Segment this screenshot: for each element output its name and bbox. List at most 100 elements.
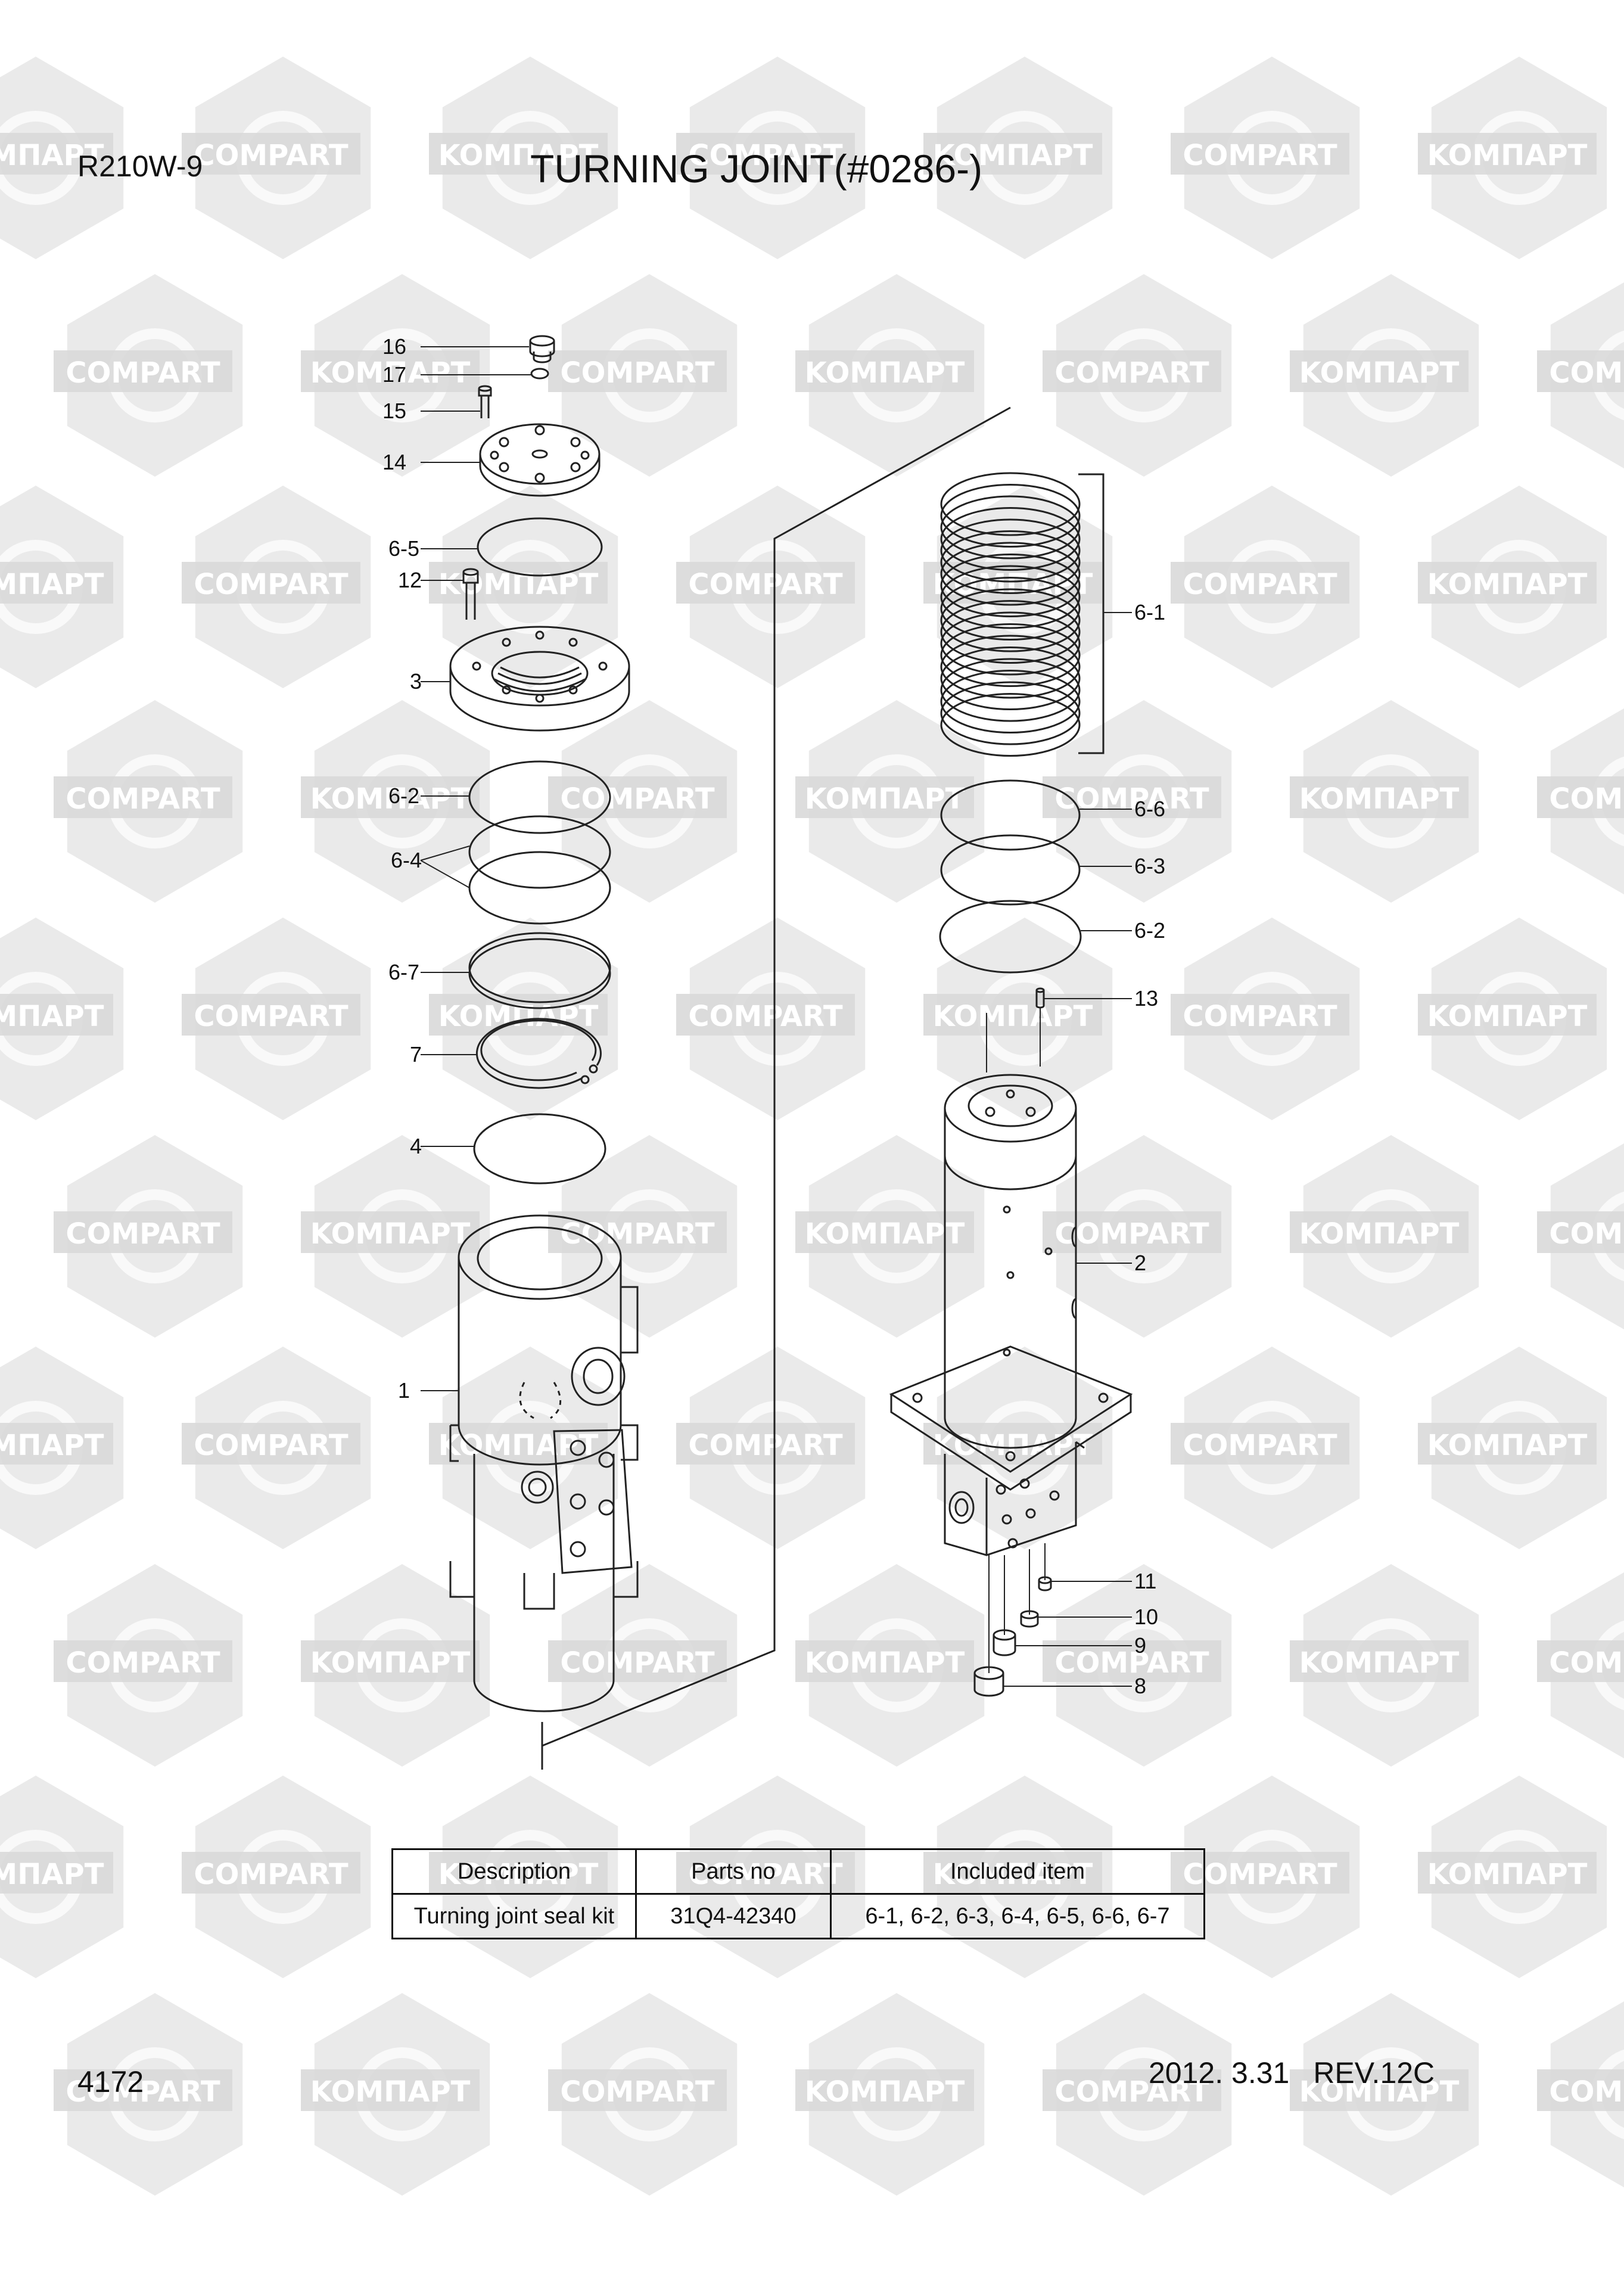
watermark-text: KOMПАРТ [1299, 1217, 1460, 1251]
callout-6-7: 6-7 [388, 960, 419, 984]
watermark-band [0, 1423, 113, 1465]
callout-15: 15 [382, 399, 406, 423]
watermark-band [301, 776, 480, 818]
seal-stack-ring [940, 518, 1081, 583]
model-code: R210W-9 [77, 150, 203, 183]
watermark-band [1537, 776, 1624, 818]
watermark-band [54, 1211, 232, 1253]
watermark-band [182, 133, 360, 175]
seal-stack-ring [940, 588, 1081, 652]
watermark-band [301, 350, 480, 392]
watermark-band [1043, 1640, 1221, 1682]
page-title: TURNING JOINT(#0286-) [530, 147, 983, 191]
exploded-guide-line [541, 406, 1011, 1770]
seal-stack-ring [940, 507, 1081, 571]
watermark-text: COMPART [1549, 1646, 1624, 1680]
watermark-band [1171, 1423, 1349, 1465]
watermark-text: COMPART [1183, 1000, 1337, 1033]
watermark-band [795, 2069, 974, 2111]
seal-stack-ring [940, 623, 1081, 687]
watermark-text: COMPART [1549, 1217, 1624, 1251]
watermark-band [548, 2069, 727, 2111]
callout-4: 4 [410, 1134, 422, 1158]
table-header-description: Description [391, 1848, 637, 1895]
plug-guide-lines [988, 1543, 1046, 1673]
watermark-text: KOMПАРТ [0, 568, 104, 601]
callout-2: 2 [1134, 1251, 1146, 1275]
part-15-bolt [478, 385, 492, 418]
table-cell-description: Turning joint seal kit [391, 1893, 637, 1939]
watermark-band [182, 1852, 360, 1894]
watermark-text: COMPART [560, 1646, 715, 1680]
watermark-text: KOMПАРТ [1427, 568, 1588, 601]
watermark-text: KOMПАРТ [805, 1646, 965, 1680]
watermark-band [548, 350, 727, 392]
part-6-7-ring [468, 932, 611, 1009]
watermark-band [0, 133, 113, 175]
watermark-text: COMPART [194, 1429, 349, 1462]
part-6-5-o-ring [477, 517, 603, 577]
watermark-band [1537, 350, 1624, 392]
revision-code: REV.12C [1313, 2056, 1435, 2090]
watermark-band [1418, 1852, 1597, 1894]
watermark-text: COMPART [688, 1000, 843, 1033]
watermark-band [548, 776, 727, 818]
watermark-text: KOMПАРТ [805, 782, 965, 816]
watermark-text: COMPART [66, 2075, 220, 2109]
watermark-text: COMPART [1549, 356, 1624, 390]
watermark-text: KOMПАРТ [1299, 782, 1460, 816]
watermark-band [1290, 350, 1469, 392]
watermark-text: KOMПАРТ [805, 2075, 965, 2109]
watermark-band [301, 1211, 480, 1253]
watermark-text: COMPART [194, 1858, 349, 1891]
watermark-band [1537, 1640, 1624, 1682]
callout-14: 14 [382, 450, 406, 474]
watermark-band [1418, 562, 1597, 604]
watermark-band [676, 133, 855, 175]
watermark-band [1290, 1640, 1469, 1682]
watermark-band [1171, 133, 1349, 175]
watermark-band [1043, 2069, 1221, 2111]
callout-6-1: 6-1 [1134, 600, 1165, 624]
watermark-band [676, 1423, 855, 1465]
table-cell-included-item: 6-1, 6-2, 6-3, 6-4, 6-5, 6-6, 6-7 [830, 1893, 1205, 1939]
seal-stack-ring [940, 670, 1081, 733]
callout-10: 10 [1134, 1605, 1158, 1629]
watermark-band [1290, 2069, 1469, 2111]
part-6-6-ring [940, 779, 1081, 851]
part-6-3-ring [940, 834, 1081, 906]
watermark-text: KOMПАРТ [310, 2075, 471, 2109]
watermark-band [182, 1423, 360, 1465]
watermark-band [1418, 133, 1597, 175]
watermark-text: KOMПАРТ [0, 1858, 104, 1891]
watermark-text: COMPART [1054, 356, 1209, 390]
watermark-band [0, 1852, 113, 1894]
part-6-2-right-ring [939, 900, 1082, 974]
table-header-included-item: Included item [830, 1848, 1205, 1895]
part-3-housing-cover [449, 626, 630, 732]
watermark-band [1171, 994, 1349, 1036]
watermark-text: COMPART [1183, 139, 1337, 172]
watermark-text: KOMПАРТ [0, 139, 104, 172]
watermark-text: KOMПАРТ [1427, 1000, 1588, 1033]
watermark-band [923, 1423, 1102, 1465]
watermark-text: KOMПАРТ [1427, 1429, 1588, 1462]
watermark-text: COMPART [1183, 568, 1337, 601]
callout-9: 9 [1134, 1633, 1146, 1658]
seal-stack-ring [940, 577, 1081, 641]
part-2-shaft [889, 1074, 1133, 1556]
table-header-row: Description Parts no Included item [391, 1848, 1205, 1895]
part-14-cover-plate [479, 423, 601, 497]
watermark-band [1043, 776, 1221, 818]
callout-3: 3 [410, 669, 422, 694]
watermark-text: COMPART [1183, 1858, 1337, 1891]
part-6-1-bracket [1078, 473, 1105, 754]
part-6-2-left-ring [468, 760, 611, 834]
callout-6-4: 6-4 [391, 848, 422, 872]
seal-stack-ring [940, 472, 1081, 536]
watermark-band [1418, 994, 1597, 1036]
watermark-text: COMPART [194, 1000, 349, 1033]
watermark-text: COMPART [560, 782, 715, 816]
